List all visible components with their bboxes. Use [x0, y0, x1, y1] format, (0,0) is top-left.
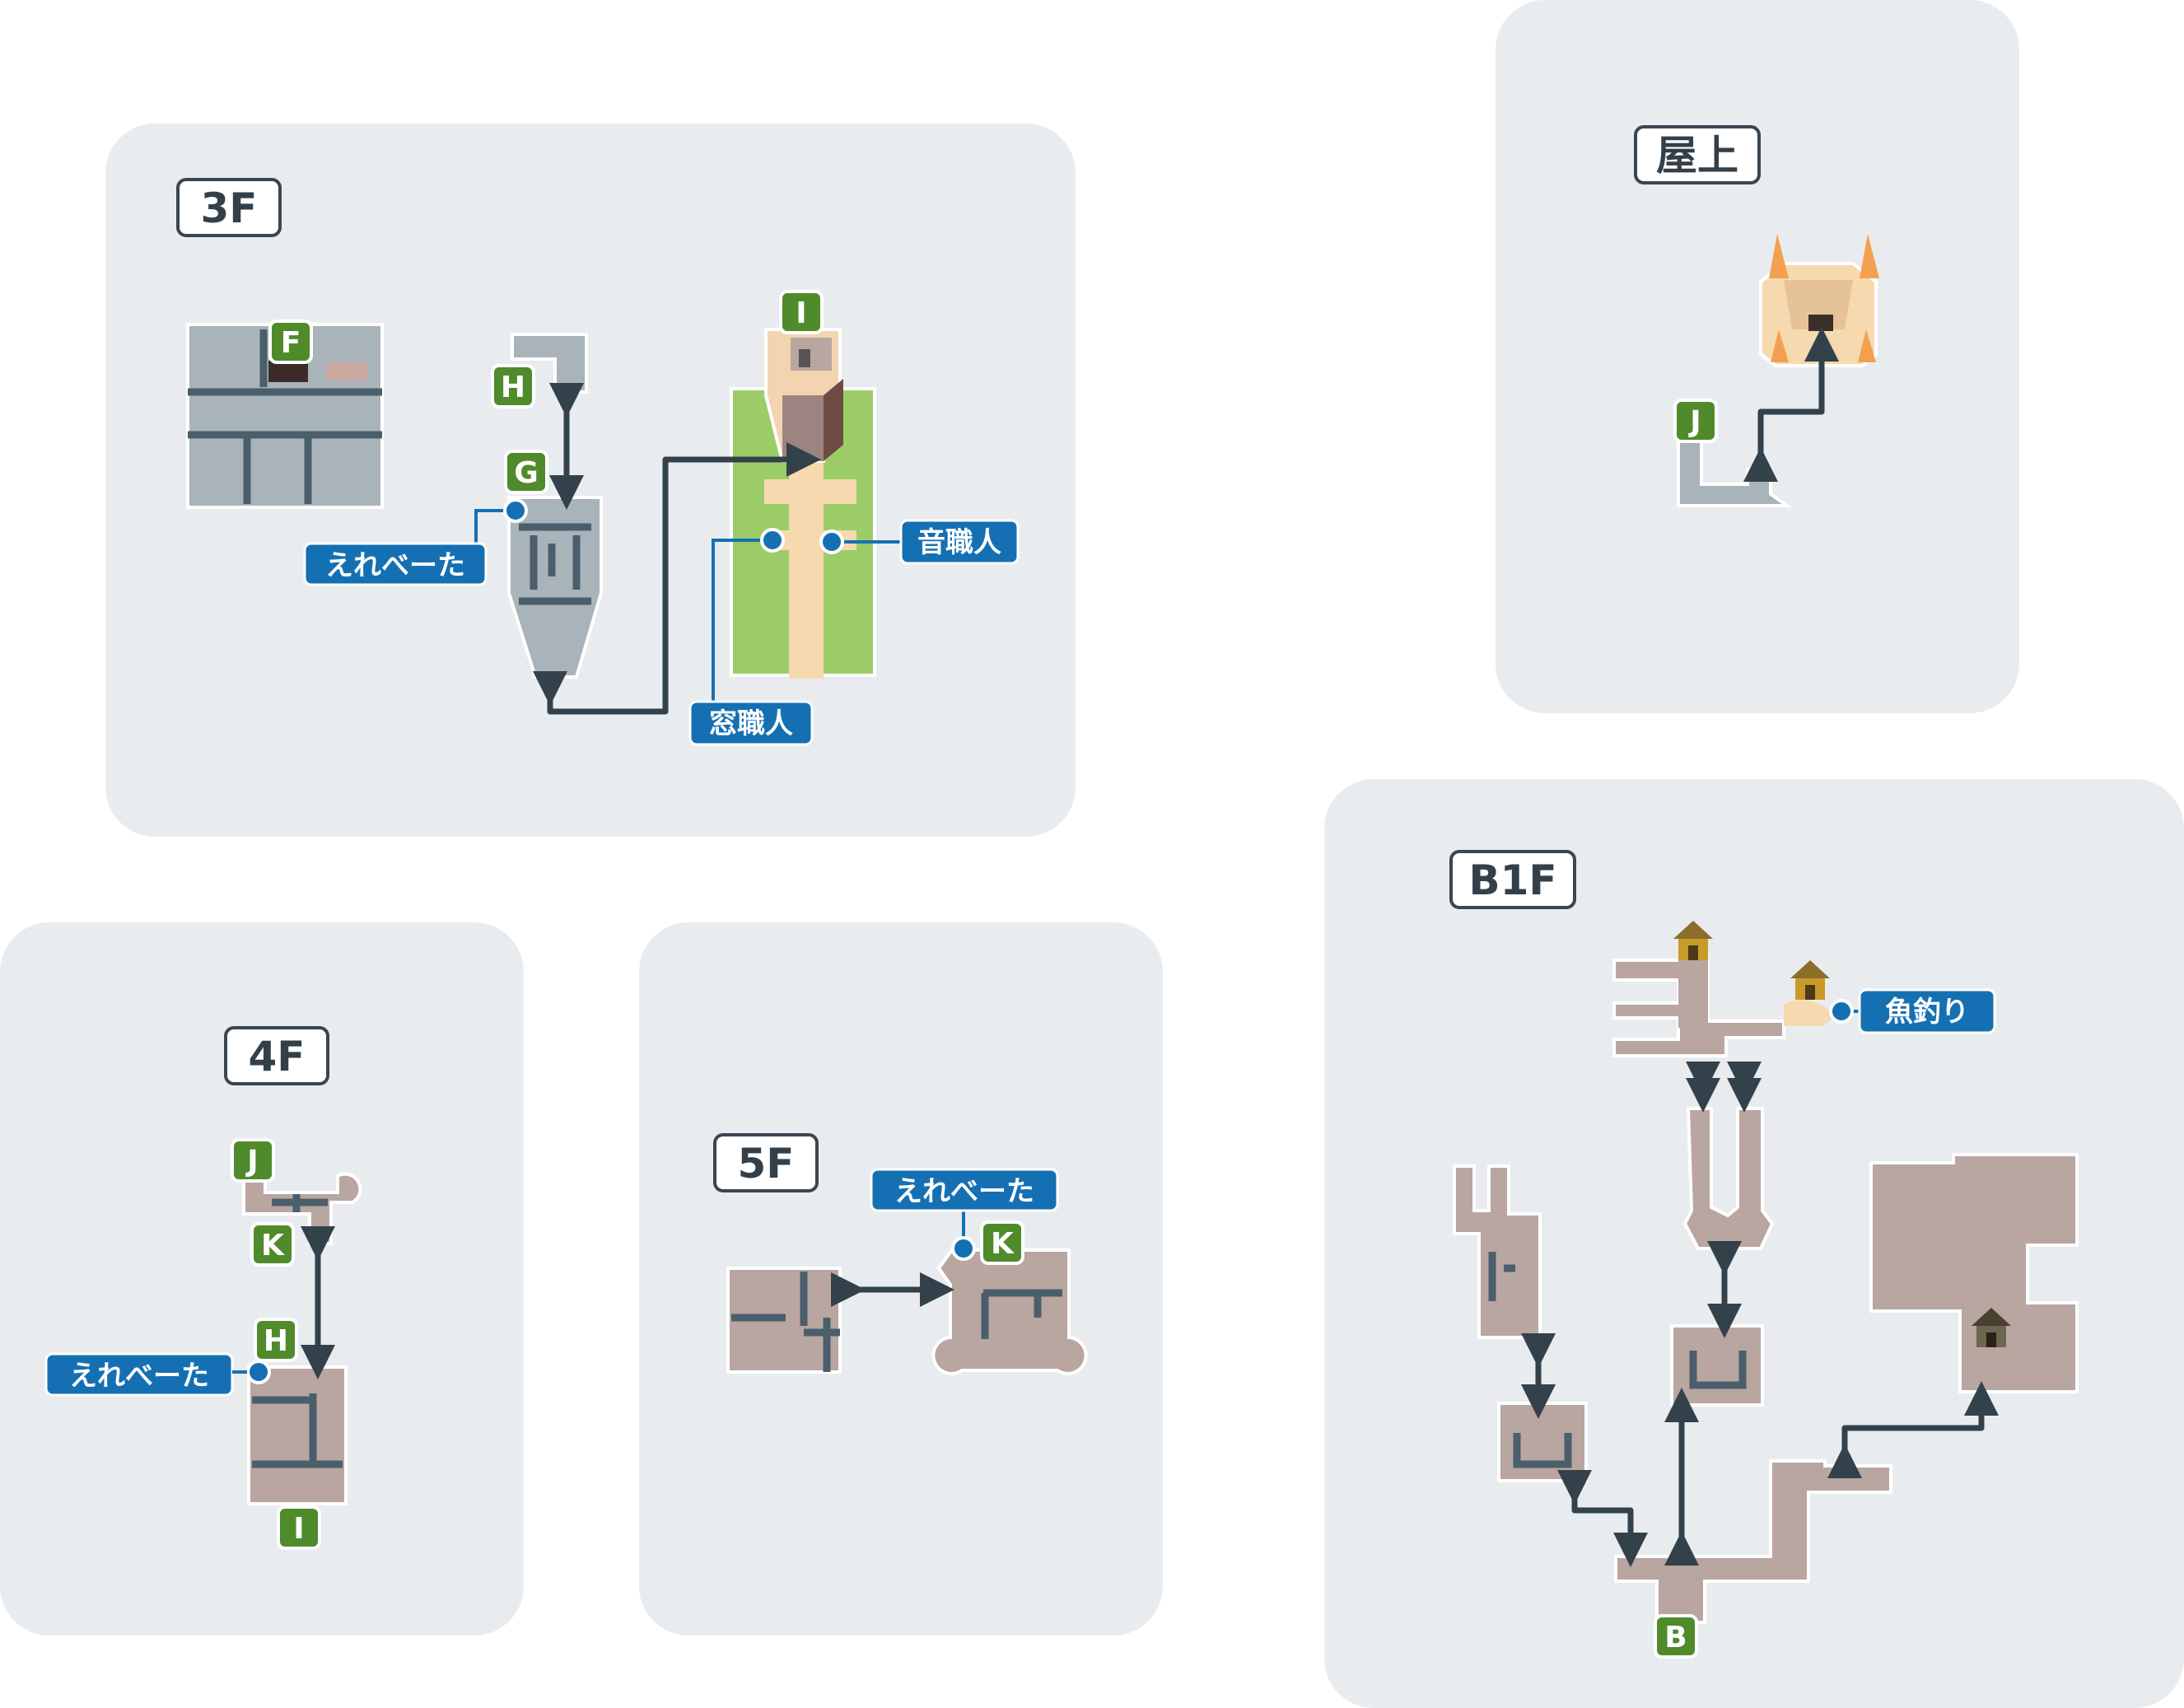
arrow-3f-tower-hall — [533, 442, 821, 715]
marker-k: K — [250, 1222, 295, 1267]
marker-i: I — [779, 290, 824, 334]
panel-5f — [639, 922, 1163, 1636]
arrow-b1f — [1827, 1381, 1999, 1478]
marker-h: H — [491, 364, 535, 408]
floor-title: B1F — [1468, 856, 1556, 904]
svg-text:えれべーた: えれべーた — [69, 1360, 209, 1393]
svg-text:I: I — [293, 1512, 304, 1546]
svg-text:K: K — [991, 1227, 1015, 1261]
floor-title-box — [713, 1133, 819, 1192]
floor-title: 3F — [201, 184, 258, 232]
label-elevator-4f: えれべーた — [44, 1352, 271, 1397]
house-icon — [1673, 921, 1713, 960]
label-window-craftsman: 窓職人 — [688, 528, 814, 746]
floor-title: 4F — [249, 1033, 306, 1080]
marker-b: B — [1654, 1614, 1698, 1659]
svg-text:H: H — [501, 371, 525, 404]
svg-text:えれべーた: えれべーた — [894, 1175, 1034, 1208]
floor-title-box — [176, 178, 282, 237]
floor-title-box — [224, 1026, 329, 1085]
svg-text:B: B — [1664, 1621, 1687, 1654]
room-b1f-west — [1453, 1164, 1542, 1339]
svg-text:音職人: 音職人 — [917, 526, 1001, 559]
svg-text:えれべーた: えれべーた — [325, 549, 465, 582]
floor-title: 屋上 — [1656, 132, 1738, 180]
floor-4f: 4F J K H I えれべーた — [44, 1026, 362, 1550]
marker-h: H — [254, 1318, 298, 1362]
room-b1f-small-2 — [1670, 1324, 1764, 1407]
fishing-spot — [1784, 1000, 1836, 1026]
floor-roof: 屋上 J — [1634, 125, 1879, 507]
floor-title-box — [1634, 125, 1761, 184]
room-4f-north — [242, 1168, 362, 1245]
marker-f: F — [268, 320, 313, 364]
room-b1f-corridor — [1682, 1107, 1775, 1250]
label-elevator-5f: えれべーた — [870, 1168, 1059, 1261]
floor-title: 5F — [738, 1140, 795, 1188]
house-icon — [1790, 960, 1830, 1000]
svg-text:I: I — [796, 296, 806, 330]
svg-text:魚釣り: 魚釣り — [1885, 996, 1969, 1029]
floor-b1f: B1F — [1449, 850, 2079, 1659]
room-4f-south — [247, 1365, 348, 1505]
arrow-roof — [1743, 327, 1839, 482]
floor-3f: 3F — [176, 178, 1020, 746]
svg-text:J: J — [245, 1145, 258, 1178]
svg-text:J: J — [1687, 405, 1701, 439]
room-b1f-south — [1614, 1459, 1892, 1624]
room-b1f-small-1 — [1497, 1402, 1588, 1482]
room-b1f-east — [1869, 1153, 2079, 1393]
panel-roof — [1496, 0, 2019, 713]
label-fishing: 魚釣り — [1829, 988, 1996, 1034]
marker-i: I — [277, 1505, 321, 1550]
marker-k: K — [980, 1220, 1024, 1265]
marker-j: J — [1673, 399, 1718, 443]
marker-j: J — [231, 1138, 275, 1183]
room-5f-east — [931, 1248, 1088, 1375]
svg-text:F: F — [281, 326, 301, 360]
panel-4f — [0, 922, 524, 1636]
marker-g: G — [504, 450, 548, 494]
svg-text:窓職人: 窓職人 — [709, 707, 793, 740]
room-b1f-north — [1612, 959, 1785, 1057]
svg-text:K: K — [261, 1229, 285, 1262]
label-sound-craftsman: 音職人 — [819, 519, 1020, 565]
svg-text:H: H — [264, 1324, 288, 1358]
wall — [1488, 1252, 1515, 1301]
label-elevator-3f: えれべーた — [303, 498, 528, 586]
arrow-b1f — [1557, 1470, 1648, 1567]
room-5f-west — [726, 1267, 842, 1374]
floor-title-box — [1449, 850, 1576, 909]
floor-5f: 5F K えれべーた — [713, 1133, 1088, 1375]
svg-text:G: G — [514, 456, 539, 490]
